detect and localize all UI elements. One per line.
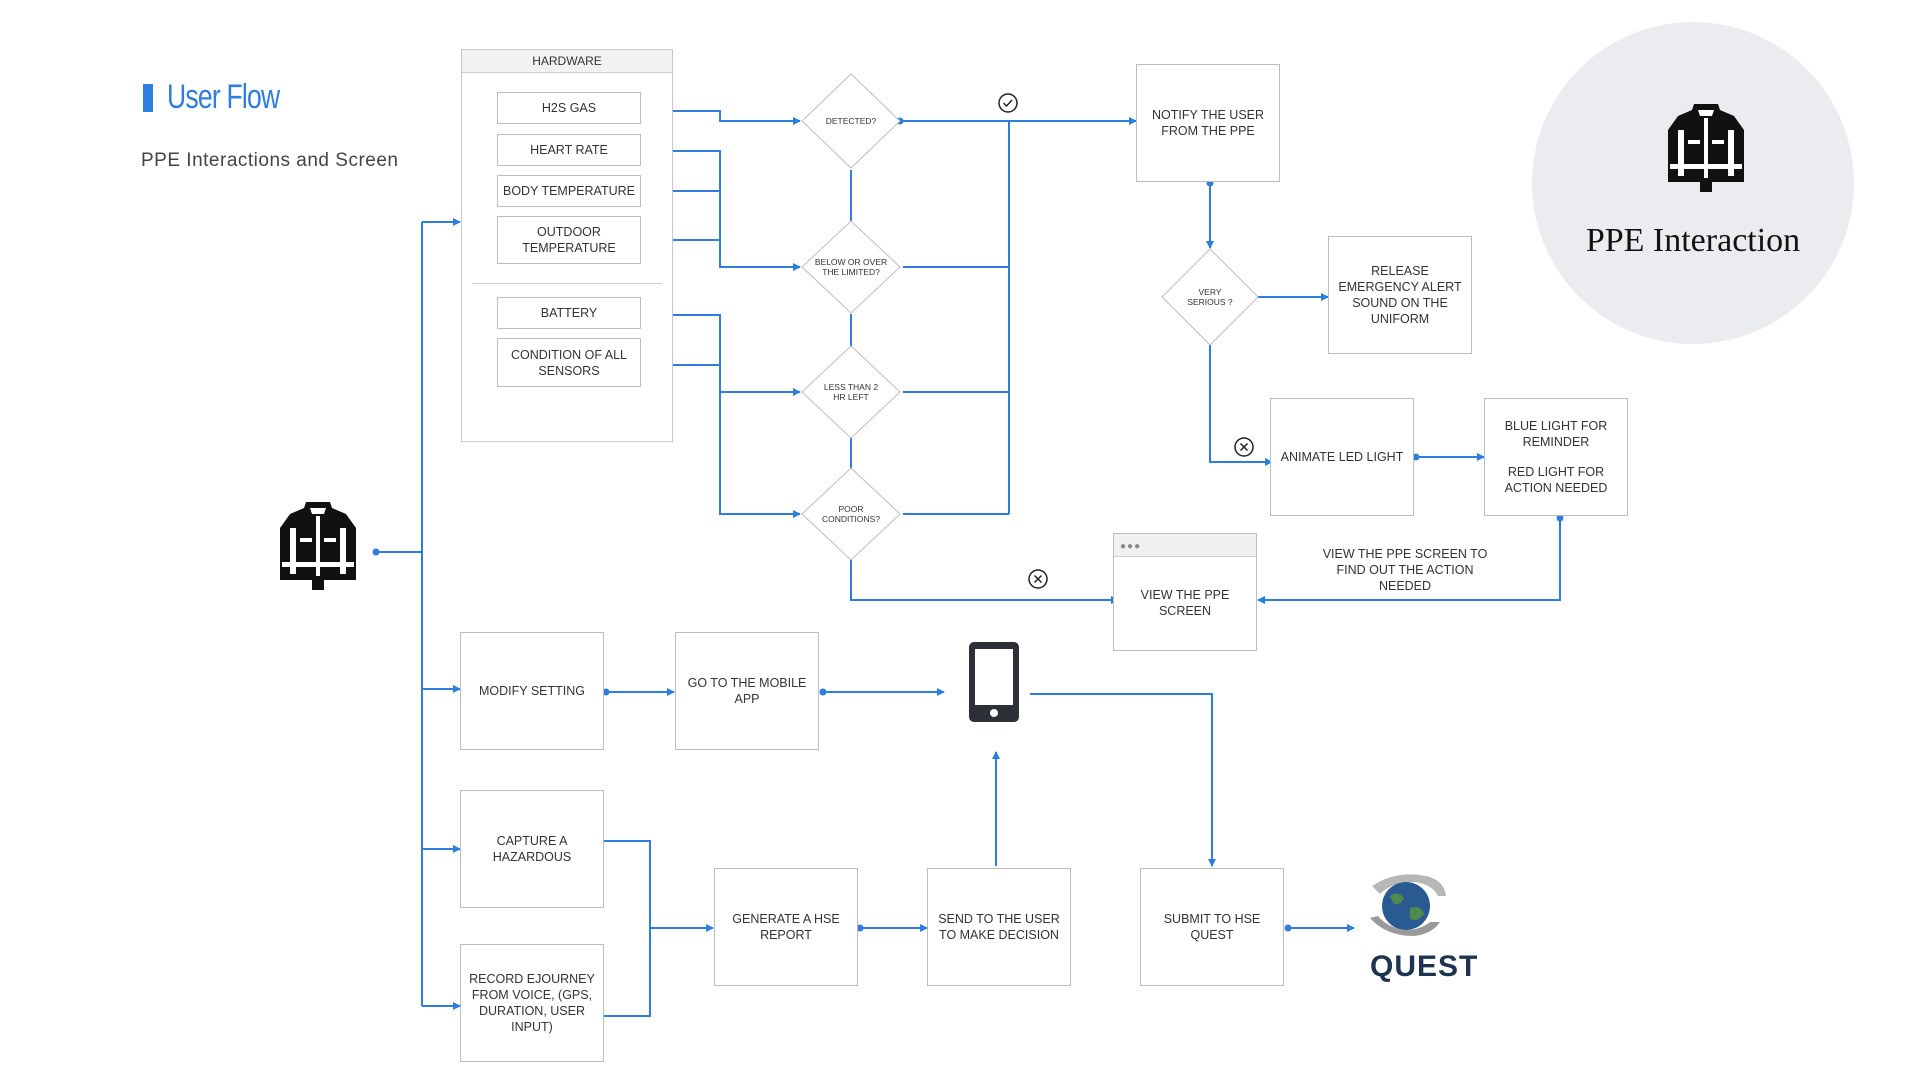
- x-circle-icon: [1234, 437, 1254, 457]
- sensor-heart-rate: HEART RATE: [497, 134, 641, 166]
- badge-label: PPE Interaction: [1585, 222, 1801, 259]
- status-battery: BATTERY: [497, 297, 641, 329]
- decision-battery: LESS THAN 2 HR LEFT: [823, 382, 879, 402]
- decision-serious-shape: [1161, 248, 1259, 346]
- ppe-interaction-badge: [1532, 22, 1854, 344]
- record-ejourney-box: RECORD eJourney FROM VOICE, (GPS, DURATI…: [460, 944, 604, 1062]
- emergency-alert-box: RELEASE EMERGENCY ALERT SOUND ON THE UNI…: [1328, 236, 1472, 354]
- sensor-body-temperature: BODY TEMPERATURE: [497, 175, 641, 207]
- decision-conditions-shape: [801, 467, 901, 561]
- page-subtitle: PPE Interactions and Screen: [141, 150, 399, 171]
- decision-limits-shape: [801, 220, 901, 314]
- lights-box: BLUE LIGHT FOR REMINDER RED LIGHT FOR AC…: [1484, 398, 1628, 516]
- decision-detected: DETECTED?: [825, 116, 877, 126]
- status-sensor-condition: CONDITION OF ALL SENSORS: [497, 338, 641, 387]
- sensor-outdoor-temperature: OUTDOOR TEMPERATURE: [497, 216, 641, 264]
- decision-detected-shape: [801, 73, 901, 169]
- screen-title-bar: ●●●: [1114, 534, 1256, 557]
- animate-led-box: ANIMATE LED LIGHT: [1270, 398, 1414, 516]
- hse-report-box: GENERATE A HSE REPORT: [714, 868, 858, 986]
- window-dots-icon: ●●●: [1120, 541, 1142, 552]
- lights-action-text: RED LIGHT FOR ACTION NEEDED: [1504, 465, 1608, 495]
- notify-user-box: NOTIFY THE USER FROM THE PPE: [1136, 64, 1280, 182]
- jacket-icon: [280, 502, 356, 590]
- jacket-icon: [1668, 104, 1744, 192]
- capture-hazard-box: CAPTURE A HAZARDOUS: [460, 790, 604, 908]
- globe-hands-icon: [1370, 874, 1446, 936]
- decision-battery-shape: [801, 345, 901, 439]
- decision-limits: BELOW OR OVER THE LIMITED?: [814, 257, 888, 277]
- quest-logo-text: QUEST: [1370, 950, 1479, 983]
- decision-serious: VERY SERIOUS ?: [1187, 287, 1233, 307]
- decision-conditions: POOR CONDITIONS?: [821, 504, 881, 524]
- submit-hse-box: SUBMIT TO HSE QUEST: [1140, 868, 1284, 986]
- mobile-phone-icon: [969, 642, 1019, 722]
- ppe-screen-box: ●●● VIEW THE PPE SCREEN: [1113, 533, 1257, 651]
- screen-note: VIEW THE PPE SCREEN TO FIND OUT THE ACTI…: [1322, 547, 1488, 593]
- send-decision-box: SEND TO THE USER TO MAKE DECISION: [927, 868, 1071, 986]
- sensor-h2s-gas: H2S GAS: [497, 92, 641, 124]
- modify-setting-box: MODIFY SETTING: [460, 632, 604, 750]
- x-circle-icon: [1028, 569, 1048, 589]
- hardware-heading: HARDWARE: [462, 50, 672, 73]
- page-title: User Flow: [167, 78, 280, 116]
- lights-reminder-text: BLUE LIGHT FOR REMINDER: [1504, 419, 1608, 449]
- title-accent-bar: [143, 84, 153, 112]
- hardware-divider: [472, 283, 662, 284]
- check-circle-icon: [998, 93, 1018, 113]
- ppe-screen-label: VIEW THE PPE SCREEN: [1140, 588, 1230, 618]
- mobile-app-box: GO TO THE MOBILE APP: [675, 632, 819, 750]
